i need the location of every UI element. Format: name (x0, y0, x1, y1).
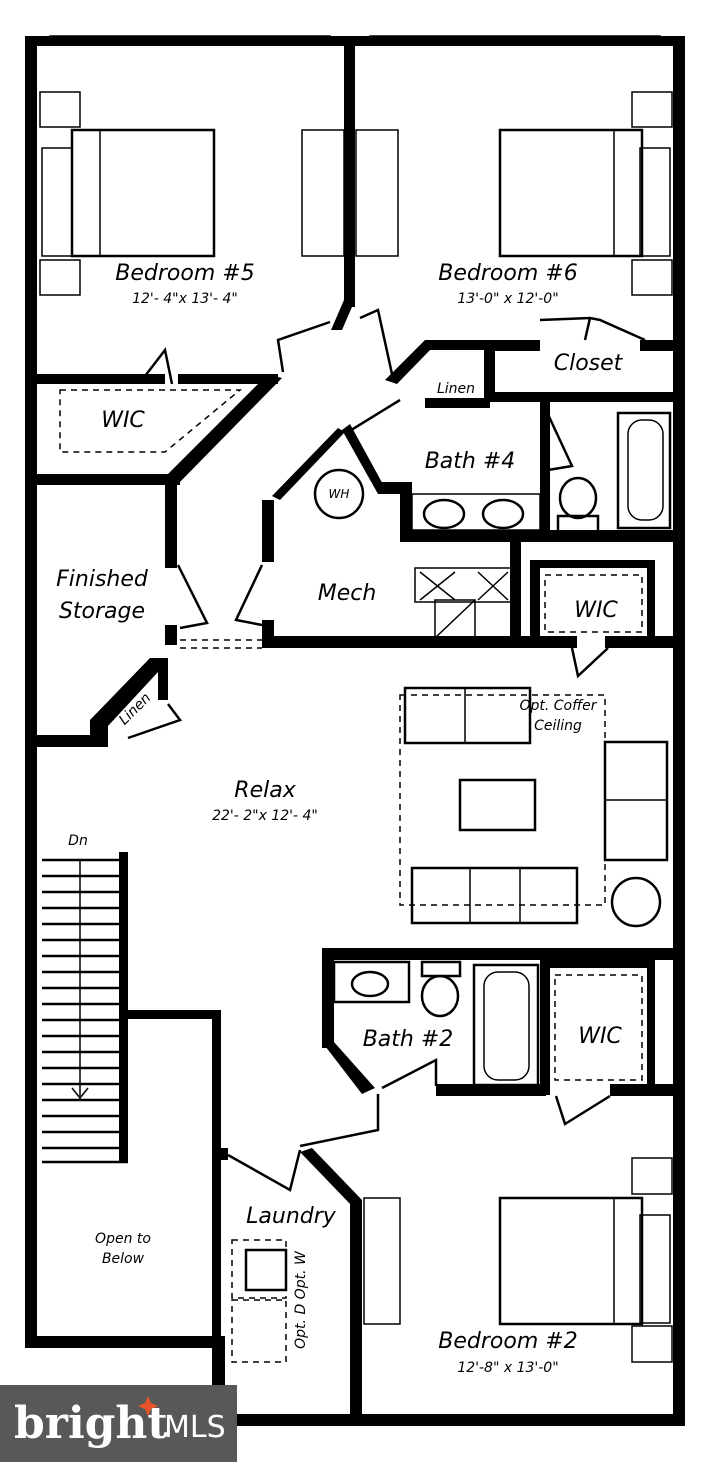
bedroom6-label: Bedroom #6 (438, 261, 577, 286)
furniture-bedroom6 (355, 91, 673, 296)
stairs-down-label: Dn (68, 833, 88, 849)
bath4-label: Bath #4 (425, 449, 516, 474)
laundry-label: Laundry (246, 1204, 337, 1229)
bedroom5-label: Bedroom #5 (115, 261, 254, 286)
washer-dryer-label: Opt. D Opt. W (293, 1250, 309, 1349)
mech-label: Mech (318, 581, 377, 606)
linen-top-label: Linen (437, 381, 475, 397)
bedroom2-dims: 12'-8" x 13'-0" (457, 1360, 558, 1376)
open-below-label-line1: Open to (95, 1231, 151, 1247)
bath2-label: Bath #2 (363, 1027, 454, 1052)
stairs (42, 858, 128, 1164)
wic-top-left-label: WIC (101, 408, 145, 433)
wic-shelving (59, 389, 643, 1081)
fixtures-bath2 (332, 960, 540, 1087)
relax-dims: 22'- 2"x 12'- 4" (212, 808, 318, 824)
bedroom5-dims: 12'- 4"x 13'- 4" (132, 291, 238, 307)
interior-walls (35, 42, 680, 1420)
windows (49, 35, 684, 1423)
bright-mls-watermark: bright MLS (0, 1385, 237, 1462)
relax-label: Relax (234, 778, 296, 803)
wic-mid-right-label: WIC (574, 598, 618, 623)
bedroom2-label: Bedroom #2 (438, 1329, 577, 1354)
finished-storage-label-line2: Storage (59, 599, 145, 624)
fixtures-laundry (231, 1239, 288, 1363)
doors (127, 308, 646, 1192)
finished-storage-label-line1: Finished (56, 567, 149, 592)
relax-furniture (399, 686, 669, 928)
bedroom6-dims: 13'-0" x 12'-0" (457, 291, 558, 307)
furniture-bedroom5 (39, 91, 345, 296)
watermark-mls: MLS (164, 1410, 226, 1445)
fixtures-mech (313, 468, 513, 639)
open-below-label-line2: Below (102, 1251, 145, 1267)
exterior-walls (25, 36, 685, 1426)
coffer-label-line2: Ceiling (534, 718, 582, 734)
watermark-star-icon (138, 1396, 158, 1416)
room-labels: Bedroom #5 12'- 4"x 13'- 4" Bedroom #6 1… (56, 261, 624, 1376)
coffer-label-line1: Opt. Coffer (519, 698, 597, 714)
wic-bottom-label: WIC (578, 1024, 622, 1049)
fixtures-bath4 (411, 411, 672, 536)
water-heater-label: WH (329, 487, 350, 501)
furniture-bedroom2 (363, 1157, 673, 1363)
closet-label: Closet (554, 351, 624, 376)
